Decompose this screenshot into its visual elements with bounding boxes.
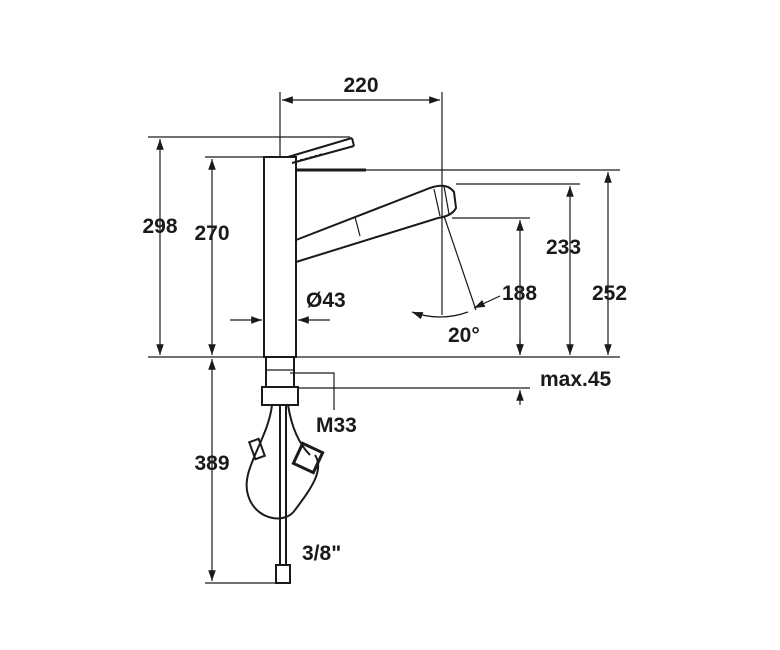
dim-body-height: 270 xyxy=(194,156,264,355)
dim-hose-length-label: 389 xyxy=(194,452,229,475)
dim-angle-label: 20° xyxy=(448,324,480,347)
dim-total-height: 298 xyxy=(142,136,620,358)
dim-outlet-height: 188 xyxy=(452,217,537,355)
dim-hose-length: 389 xyxy=(194,359,276,584)
dim-max-thickness: max.45 xyxy=(298,340,612,405)
dim-angle: 20° xyxy=(411,215,501,347)
dim-thread-label: M33 xyxy=(316,414,357,437)
dim-connection: 3/8" xyxy=(302,542,341,565)
dim-reach: 220 xyxy=(279,74,443,315)
dim-outlet-height-label: 188 xyxy=(502,282,537,305)
dim-total-height-label: 298 xyxy=(142,215,177,238)
dim-diameter: Ø43 xyxy=(230,289,346,324)
faucet-spout xyxy=(295,184,458,263)
dim-diameter-label: Ø43 xyxy=(306,289,346,312)
supply-hoses xyxy=(245,404,325,584)
dim-reach-label: 220 xyxy=(343,74,378,97)
dim-spout-height: 233 xyxy=(456,183,581,355)
dim-body-height-label: 270 xyxy=(194,222,229,245)
dim-spout-height-label: 233 xyxy=(546,236,581,259)
dim-connection-label: 3/8" xyxy=(302,542,341,565)
dim-max-height: 252 xyxy=(366,169,627,355)
faucet-mount xyxy=(261,356,299,406)
faucet-body xyxy=(263,137,366,358)
dim-thread: M33 xyxy=(290,372,357,437)
dim-max-height-label: 252 xyxy=(592,282,627,305)
dim-max-thickness-label: max.45 xyxy=(540,368,612,391)
